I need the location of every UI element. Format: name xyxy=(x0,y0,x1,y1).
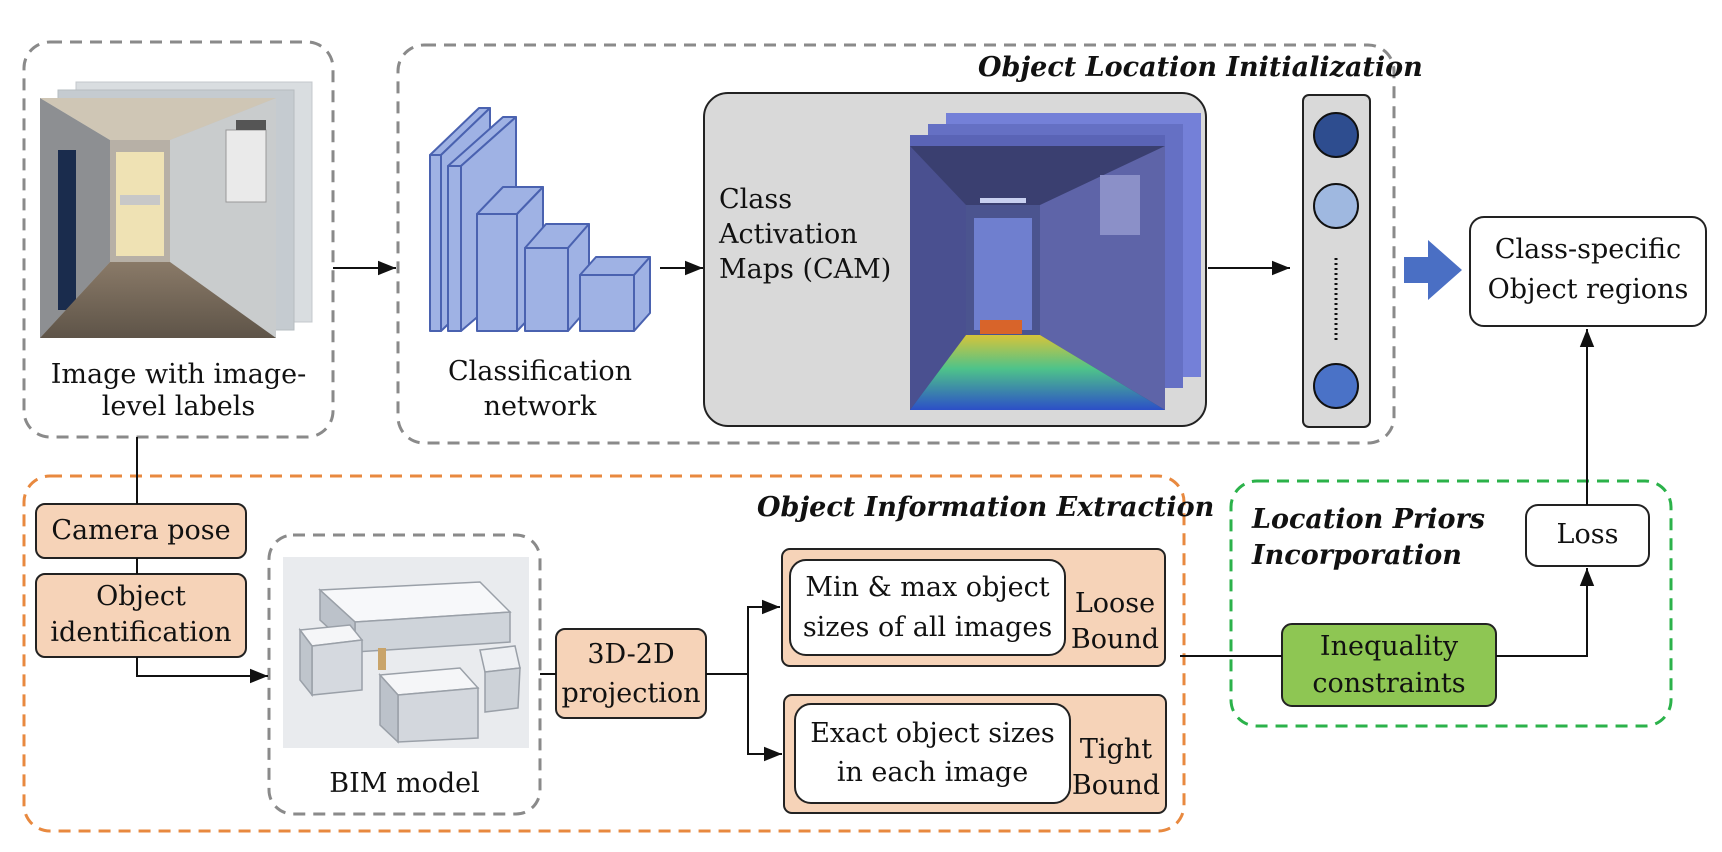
cam-label-line2: Activation xyxy=(719,219,858,250)
output-block-arrow xyxy=(1404,240,1462,300)
extraction-title: Object Information Extraction xyxy=(757,492,1215,523)
bim-frame xyxy=(267,533,542,816)
loose-tag-line2: Bound xyxy=(1070,624,1160,655)
input-frame xyxy=(22,40,335,439)
camera-pose-label: Camera pose xyxy=(51,515,231,546)
tight-inner-line2: in each image xyxy=(836,757,1029,788)
bim-label: BIM model xyxy=(329,768,480,799)
object-identification-line1: Object xyxy=(96,581,186,612)
cam-label-line3: Maps (CAM) xyxy=(719,254,892,285)
projection-label-line1: 3D-2D xyxy=(587,639,675,670)
network-label-line1: Classification xyxy=(447,356,633,387)
output-box xyxy=(1469,216,1707,327)
object-identification-line2: identification xyxy=(50,617,232,648)
network-label-line2: network xyxy=(483,391,597,422)
priors-frame xyxy=(1229,479,1673,728)
bim-model-render xyxy=(283,557,529,748)
tight-tag-line1: Tight xyxy=(1079,734,1153,765)
output-label-line1: Class-specific xyxy=(1494,234,1682,265)
inequality-box xyxy=(1281,623,1497,707)
feature-vector xyxy=(1302,94,1371,428)
output-label-line2: Object regions xyxy=(1487,274,1689,305)
input-label-line1: Image with image- xyxy=(50,359,307,390)
tight-inner-line1: Exact object sizes xyxy=(810,718,1055,749)
cam-heatmap-stack xyxy=(910,113,1201,410)
priors-title-line2: Incorporation xyxy=(1252,540,1462,571)
loose-inner-line1: Min & max object xyxy=(805,572,1050,603)
inequality-label-line1: Inequality xyxy=(1319,631,1459,662)
loose-tag-line1: Loose xyxy=(1074,588,1156,619)
projection-label-line2: projection xyxy=(561,678,701,709)
priors-title-line1: Location Priors xyxy=(1252,504,1485,535)
cam-label-line1: Class xyxy=(719,184,793,215)
input-image-stack xyxy=(40,81,313,338)
tight-bound-inner-box xyxy=(794,703,1071,804)
tight-tag-line2: Bound xyxy=(1071,770,1161,801)
inequality-label-line2: constraints xyxy=(1312,668,1466,699)
corridor-photo xyxy=(40,98,276,338)
classification-network xyxy=(429,107,651,332)
camera-pose-box xyxy=(35,503,247,559)
input-label-line2: level labels xyxy=(101,391,256,422)
extraction-frame xyxy=(22,474,1186,833)
connectors xyxy=(136,260,1595,762)
object-identification-box xyxy=(35,573,247,658)
loss-label: Loss xyxy=(1556,519,1619,550)
loose-bound-inner-box xyxy=(789,559,1066,656)
initialization-title: Object Location Initialization xyxy=(978,52,1423,83)
initialization-frame xyxy=(396,43,1396,445)
loose-inner-line2: sizes of all images xyxy=(802,612,1053,643)
